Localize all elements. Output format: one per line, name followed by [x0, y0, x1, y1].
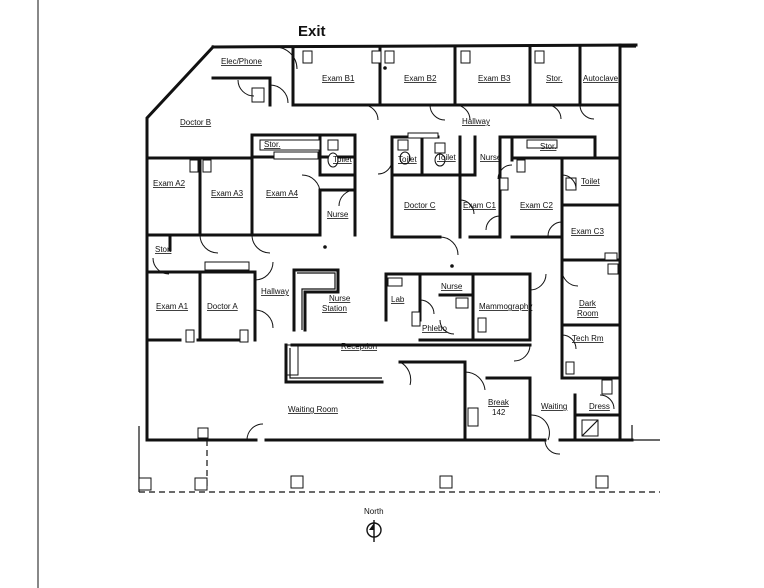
toilet-a4-label: Toilet [333, 155, 352, 164]
exam-c3-label: Exam C3 [571, 227, 604, 236]
exam-b3-label: Exam B3 [478, 74, 511, 83]
break-room-number: 142 [492, 408, 506, 417]
tech-rm-label: Tech Rm [572, 334, 604, 343]
north-arrow: North [364, 507, 384, 542]
upper-middle-fixtures [152, 132, 619, 275]
doctor-b-label: Doctor B [180, 118, 211, 127]
exam-c2-label: Exam C2 [520, 201, 553, 210]
mammography-label: Mammography [479, 302, 532, 311]
nurse-station-label-2: Station [322, 304, 347, 313]
stor-left-label: Stor. [155, 245, 171, 254]
nurse-top-label: Nurse [480, 153, 502, 162]
autoclave-label: Autoclave [583, 74, 619, 83]
hallway-left-label: Hallway [261, 287, 289, 296]
exam-a2-label: Exam A2 [153, 179, 186, 188]
nurse-a4-label: Nurse [327, 210, 349, 219]
stor-top-label: Stor. [546, 74, 562, 83]
reception-label: Reception [341, 342, 377, 351]
dress-label: Dress [589, 402, 610, 411]
doctor-c-label: Doctor C [404, 201, 436, 210]
nurse-station-walls [284, 268, 532, 442]
lab-label: Lab [391, 295, 405, 304]
north-label: North [364, 507, 384, 516]
hallway-top-label: Hallway [462, 117, 490, 126]
stor-c2-label: Stor. [540, 142, 556, 151]
nurse-mid-label: Nurse [441, 282, 463, 291]
dark-room-label-2: Room [577, 309, 599, 318]
left-rooms-walls [145, 233, 274, 343]
nurse-station-label-1: Nurse [329, 294, 351, 303]
break-room-label: Break [488, 398, 510, 407]
exit-label: Exit [298, 23, 326, 40]
phlebo-label: Phlebo [422, 324, 447, 333]
exam-a3-label: Exam A3 [211, 189, 244, 198]
exam-c1-label: Exam C1 [463, 201, 496, 210]
exam-b1-label: Exam B1 [322, 74, 355, 83]
exam-a4-label: Exam A4 [266, 189, 299, 198]
top-row-fixtures [237, 50, 595, 121]
room-labels: Exit Elec/Phone Exam B1 Exam B2 Exam B3 … [153, 23, 619, 417]
lab-walls [384, 272, 547, 362]
outer-walls [138, 43, 660, 493]
dark-room-label-1: Dark [579, 299, 597, 308]
right-rooms-walls [197, 258, 622, 455]
elec-phone-label: Elec/Phone [221, 57, 262, 66]
exam-b2-label: Exam B2 [404, 74, 437, 83]
waiting-label: Waiting [541, 402, 567, 411]
stor-a4-label: Stor. [264, 140, 280, 149]
toilet-c2-label: Toilet [437, 153, 456, 162]
waiting-room-label: Waiting Room [288, 405, 338, 414]
doctor-a-label: Doctor A [207, 302, 238, 311]
exit-door [274, 46, 298, 70]
exam-a1-label: Exam A1 [156, 302, 189, 311]
toilet-right-label: Toilet [581, 177, 600, 186]
toilet-c1-label: Toilet [398, 155, 417, 164]
